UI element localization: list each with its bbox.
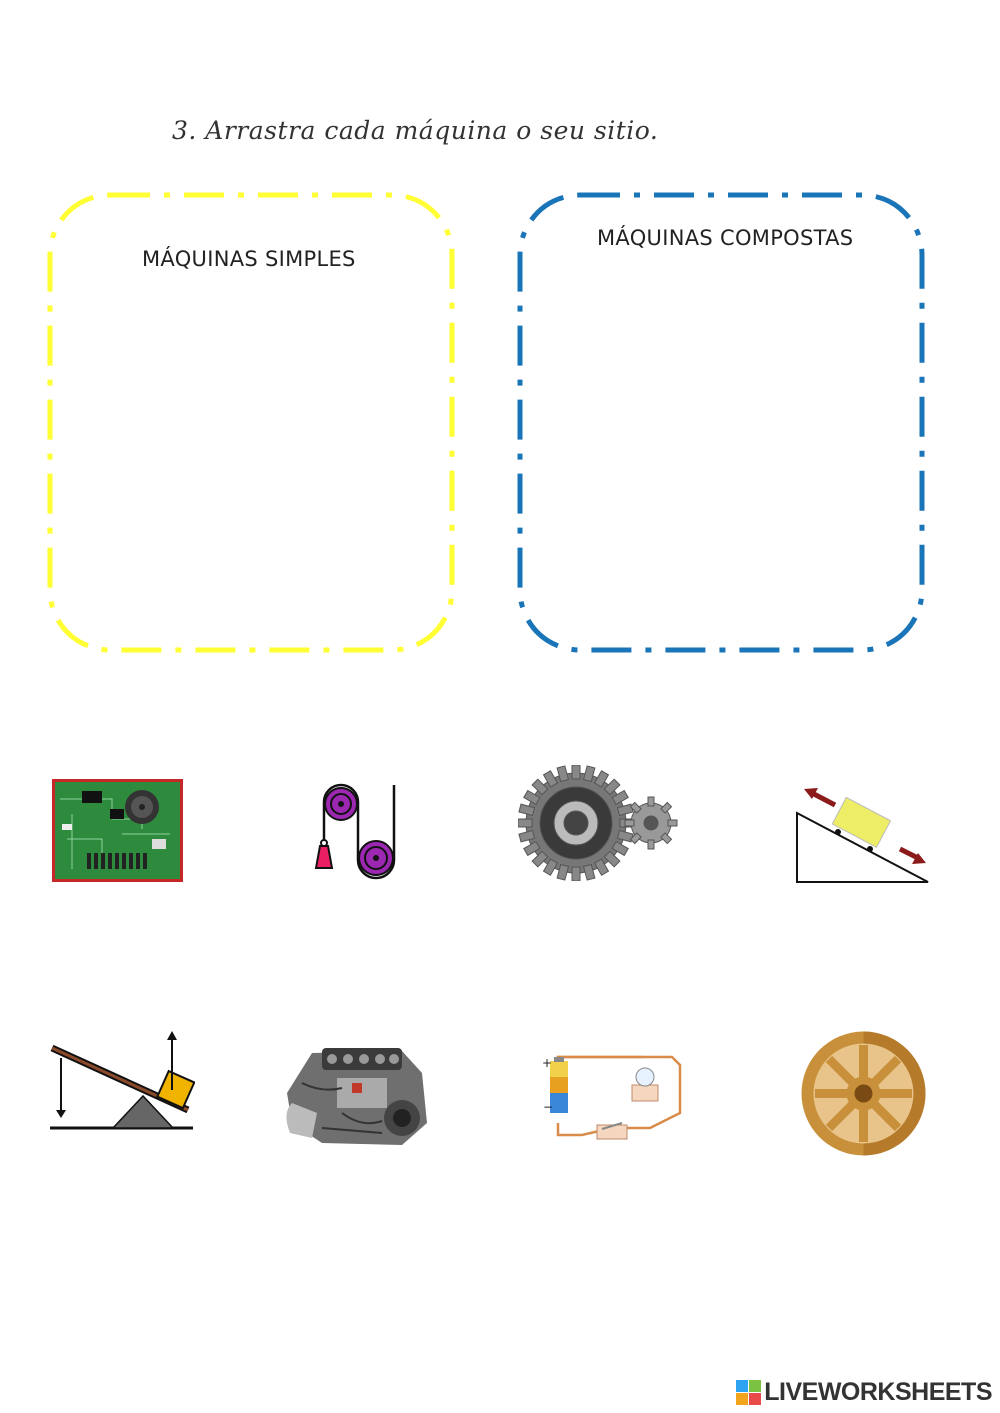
drop-zone-compound[interactable]: [510, 185, 935, 660]
wheel-icon[interactable]: [800, 1030, 927, 1157]
gears-icon[interactable]: [518, 765, 680, 881]
compound-machines-title: MÁQUINAS COMPOSTAS: [597, 226, 854, 250]
svg-text:+: +: [542, 1056, 552, 1070]
lever-icon[interactable]: [48, 1028, 195, 1134]
instruction-text: 3. Arrastra cada máquina o seu sitio.: [172, 116, 659, 145]
engine-icon[interactable]: [282, 1043, 435, 1149]
drop-zone-simple[interactable]: [40, 185, 465, 660]
svg-text:−: −: [543, 1100, 553, 1114]
brand-name: LIVEWORKSHEETS: [764, 1378, 992, 1406]
circuit-board-icon[interactable]: [52, 779, 183, 882]
pulley-icon[interactable]: [306, 780, 406, 880]
inclined-plane-icon[interactable]: [790, 785, 932, 887]
simple-machines-title: MÁQUINAS SIMPLES: [142, 247, 356, 271]
logo-mark-icon: [736, 1379, 762, 1405]
liveworksheets-logo: LIVEWORKSHEETS: [736, 1378, 992, 1407]
electric-circuit-icon[interactable]: + −: [542, 1053, 684, 1143]
